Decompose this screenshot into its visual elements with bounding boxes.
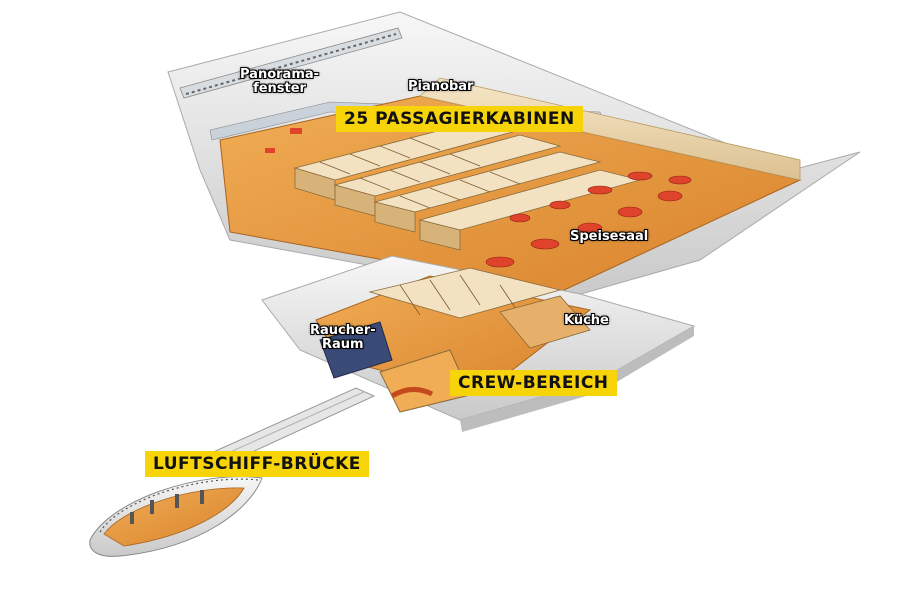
dining-tables — [485, 171, 692, 268]
passenger-deck — [167, 11, 861, 301]
smoking-room — [319, 321, 393, 379]
label-panorama-window: Panorama- fenster — [240, 68, 319, 96]
gondola-floor — [103, 487, 245, 547]
pianobar-lounge — [265, 128, 302, 153]
kitchen-area — [499, 295, 591, 349]
passenger-back-wall — [419, 77, 801, 181]
label-pianobar: Pianobar — [408, 79, 474, 94]
passenger-floor — [219, 95, 802, 293]
banner-airship-bridge: LUFTSCHIFF-BRÜCKE — [145, 451, 369, 477]
bridge-gondola — [89, 476, 263, 557]
label-panorama-line2: fenster — [253, 81, 306, 96]
label-kitchen: Küche — [564, 313, 609, 328]
crew-walls — [368, 267, 562, 319]
label-panorama-line1: Panorama- — [240, 67, 320, 82]
banner-crew-area: CREW-BEREICH — [450, 370, 617, 396]
banner-passenger-cabins: 25 PASSAGIERKABINEN — [336, 106, 583, 132]
cabin-blocks — [293, 119, 642, 251]
label-smoking-room: Raucher- Raum — [310, 324, 376, 352]
label-smoking-line1: Raucher- — [310, 323, 376, 338]
label-smoking-line2: Raum — [322, 337, 364, 352]
crew-hull-bottom — [460, 326, 694, 432]
label-dining-hall: Speisesaal — [570, 229, 649, 244]
